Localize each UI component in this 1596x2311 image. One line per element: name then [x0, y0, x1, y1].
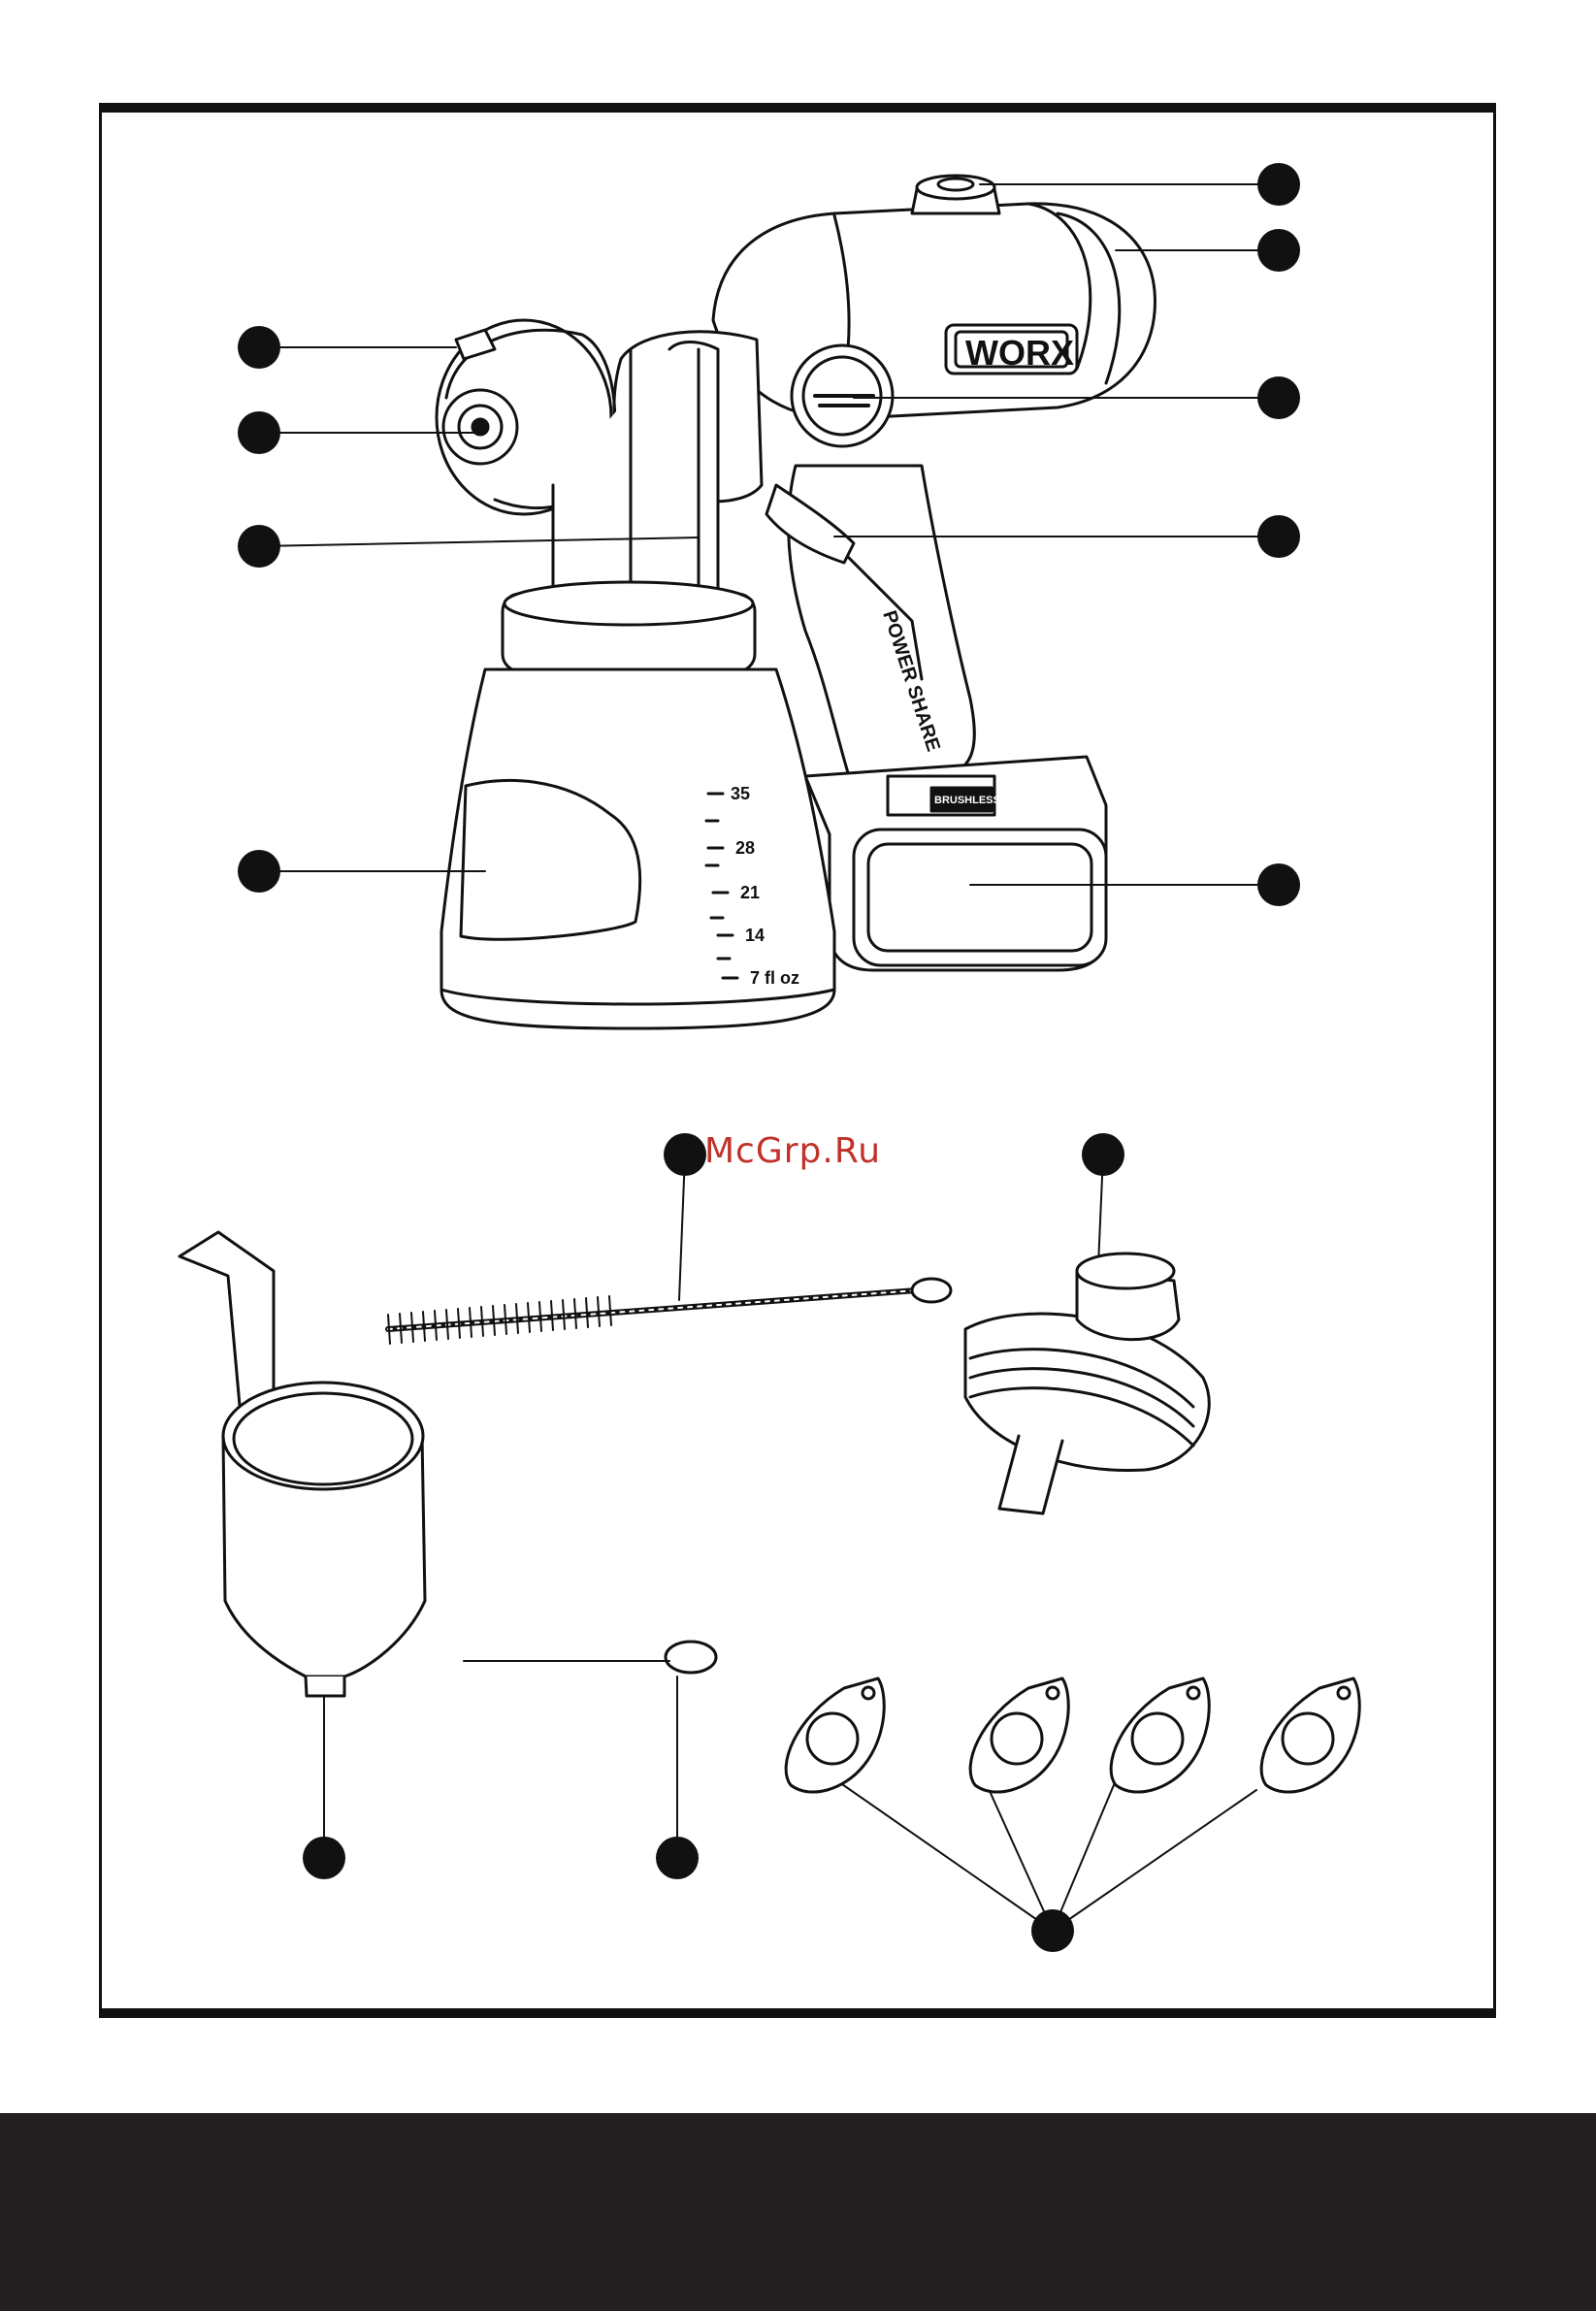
callout-dot	[1257, 163, 1300, 206]
worx-logo: WORX	[965, 333, 1074, 373]
callout-dot	[1082, 1133, 1124, 1176]
cleaning-brush-illustration	[388, 1279, 951, 1344]
callout-dots	[238, 163, 1300, 1952]
callout-lines	[259, 184, 1279, 1931]
callout-dot	[238, 411, 280, 454]
watermark: McGrp.Ru	[704, 1131, 881, 1171]
scale-mark-7-fl-oz: 7 fl oz	[750, 968, 799, 988]
scale-mark-35: 35	[731, 784, 750, 803]
spray-gun-illustration: WORX POWER SHARE BRUSHLESS MOTOR	[437, 176, 1155, 1028]
callout-dot	[664, 1133, 706, 1176]
spray-tips-illustration	[786, 1678, 1359, 1792]
callout-dot	[1257, 515, 1300, 558]
scale-mark-14: 14	[745, 926, 765, 945]
callout-dot	[1257, 863, 1300, 906]
callout-dot	[1257, 376, 1300, 419]
cleaning-pin-illustration	[464, 1642, 716, 1673]
footer-band	[0, 2113, 1596, 2311]
scale-mark-21: 21	[740, 883, 760, 902]
callout-dot	[1031, 1909, 1074, 1952]
callout-dot	[238, 525, 280, 568]
nozzle-cap-illustration	[965, 1253, 1209, 1514]
callout-dot	[303, 1837, 345, 1879]
viscosity-cup-illustration	[179, 1232, 425, 1696]
scale-mark-28: 28	[735, 838, 755, 858]
callout-dot	[656, 1837, 699, 1879]
callout-dot	[238, 326, 280, 369]
brushless-motor-badge: BRUSHLESS MOTOR	[934, 795, 1043, 806]
callout-dot	[1257, 229, 1300, 272]
callout-dot	[238, 850, 280, 893]
